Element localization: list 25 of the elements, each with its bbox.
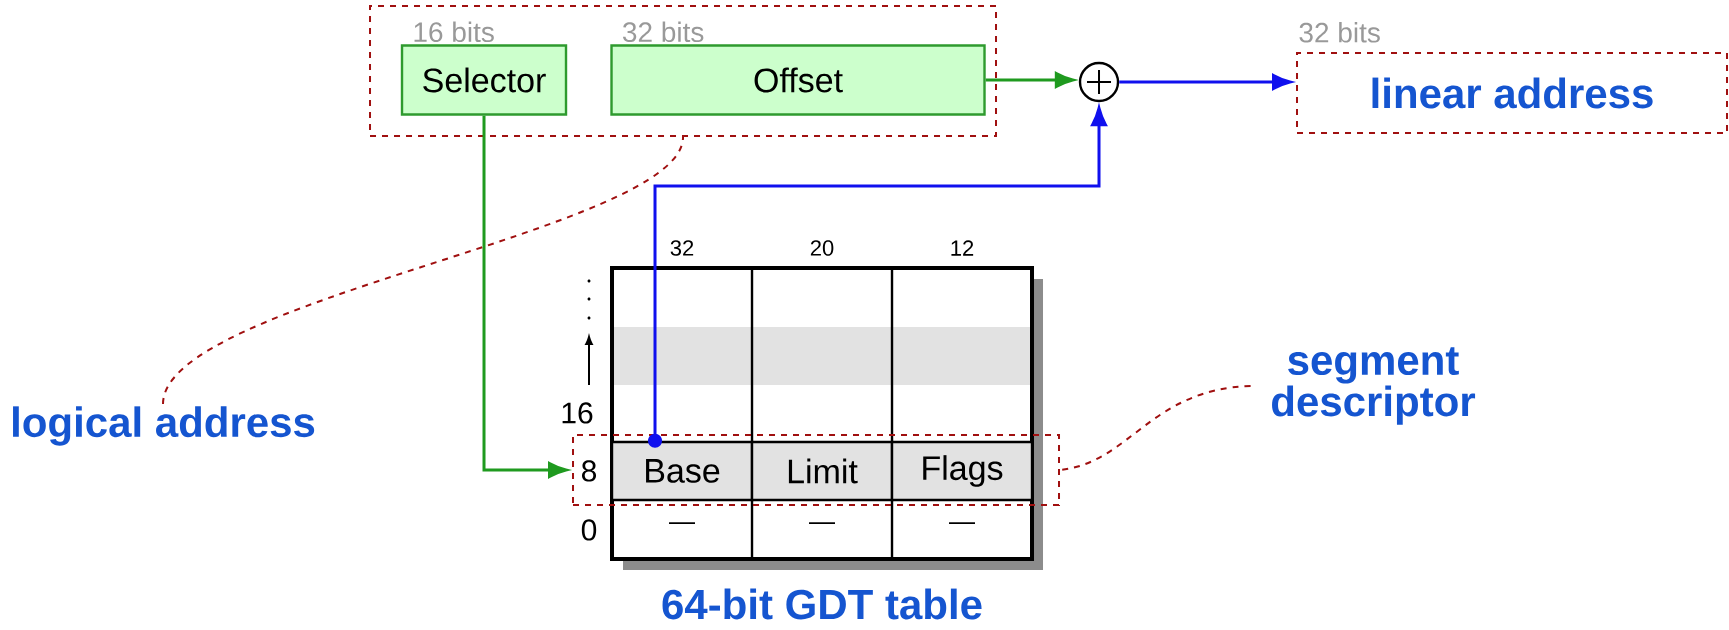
empty-cell-dash: —	[669, 522, 695, 524]
bit-width-label: 16 bits	[414, 21, 494, 43]
table-cell: Limit	[750, 440, 894, 502]
table-cell: Base	[610, 440, 754, 502]
column-width-label: 12	[951, 240, 974, 256]
bit-width-label: 32 bits	[1299, 22, 1380, 43]
address-box: linear address	[1296, 52, 1728, 134]
field-box: Selector	[400, 44, 568, 116]
table-title: 64-bit GDT table	[662, 588, 982, 620]
adder-circle	[1078, 61, 1120, 103]
row-offset-label: 0	[581, 519, 597, 541]
caption-text: logical address	[13, 406, 315, 446]
caption-text: segment descriptor	[1272, 347, 1476, 425]
empty-cell-dash: —	[949, 522, 975, 524]
leader-line	[162, 136, 684, 405]
bit-width-label: 32 bits	[623, 21, 704, 43]
row-offset-label: 16	[562, 402, 593, 424]
leader-line	[1059, 385, 1252, 471]
field-box: Offset	[610, 44, 986, 116]
column-width-label: 32	[670, 240, 694, 256]
dashed-frame	[572, 434, 1060, 506]
column-width-label: 20	[810, 240, 834, 256]
dashed-frame	[369, 5, 997, 137]
empty-cell-dash: —	[809, 522, 835, 524]
table-cell: Flags	[890, 440, 1034, 502]
